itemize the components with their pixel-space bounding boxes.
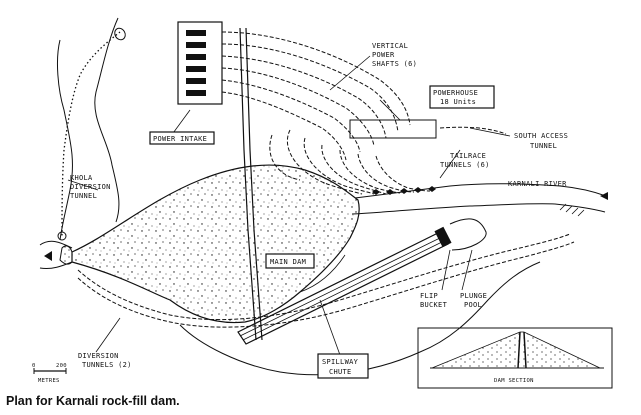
label-dam-section: DAM SECTION bbox=[494, 378, 534, 384]
label-tailrace-1: TAILRACE bbox=[450, 152, 486, 160]
karnali-river-south-bank bbox=[351, 203, 606, 215]
label-tailrace-2: TUNNELS (6) bbox=[440, 161, 490, 169]
label-khola-2: DIVERSION bbox=[70, 183, 111, 191]
khola-diversion-tunnel-line bbox=[61, 31, 121, 237]
main-dam-box bbox=[265, 253, 315, 269]
access-road-2 bbox=[245, 27, 263, 341]
figure-caption: Plan for Karnali rock-fill dam. bbox=[6, 394, 180, 408]
scale-200-label: 200 bbox=[56, 363, 67, 369]
label-vertical-power-shafts-3: SHAFTS (6) bbox=[372, 60, 417, 68]
scale-zero-label: 0 bbox=[32, 363, 36, 369]
label-karnali-river: KARNALI RIVER bbox=[508, 180, 567, 188]
dam-section-inset bbox=[417, 327, 613, 389]
spillway-box bbox=[317, 353, 369, 379]
upstream-bank bbox=[39, 240, 73, 269]
headrace-tunnels bbox=[221, 31, 411, 161]
label-diversion-tunnels-2: TUNNELS (2) bbox=[82, 361, 132, 369]
flow-arrow-right bbox=[600, 192, 608, 200]
access-road bbox=[239, 27, 257, 341]
label-plunge-pool-1: PLUNGE bbox=[460, 292, 487, 300]
label-diversion-tunnels-1: DIVERSION bbox=[78, 352, 119, 360]
leader-lines bbox=[67, 55, 511, 356]
contour-left bbox=[94, 17, 120, 223]
label-spillway-2: CHUTE bbox=[329, 368, 352, 376]
scale-unit-label: METRES bbox=[38, 378, 60, 384]
label-khola-1: KHOLA bbox=[70, 174, 93, 182]
spillway-chute bbox=[237, 218, 487, 345]
label-spillway-1: SPILLWAY bbox=[322, 358, 359, 366]
khola-tunnel-outlet bbox=[57, 231, 67, 241]
label-vertical-power-shafts-1: VERTICAL bbox=[372, 42, 408, 50]
scale-bar bbox=[33, 368, 67, 374]
label-south-access-2: TUNNEL bbox=[530, 142, 557, 150]
river-left bbox=[59, 245, 73, 265]
tailrace-outlets bbox=[372, 186, 436, 195]
khola-tunnel-inlet bbox=[114, 27, 126, 41]
label-plunge-pool-2: POOL bbox=[464, 301, 482, 309]
powerhouse-box bbox=[429, 85, 495, 109]
label-main-dam: MAIN DAM bbox=[270, 258, 306, 266]
karnali-river-channel bbox=[354, 183, 607, 199]
label-flip-bucket-1: FLIP bbox=[420, 292, 438, 300]
main-dam-body bbox=[71, 164, 360, 324]
label-powerhouse-2: 18 Units bbox=[440, 98, 476, 106]
flow-arrow-left bbox=[44, 251, 52, 261]
khola-valley bbox=[56, 39, 73, 241]
label-vertical-power-shafts-2: POWER bbox=[372, 51, 395, 59]
diversion-tunnels bbox=[77, 233, 575, 328]
power-intake-structure bbox=[177, 21, 223, 105]
contour-south bbox=[179, 261, 541, 376]
powerhouse-outline bbox=[349, 119, 437, 139]
south-access-tunnel-line bbox=[439, 126, 507, 135]
label-south-access-1: SOUTH ACCESS bbox=[514, 132, 568, 140]
power-intake-box bbox=[149, 131, 215, 145]
contour-south-2 bbox=[299, 254, 346, 293]
label-khola-3: TUNNEL bbox=[70, 192, 97, 200]
label-power-intake: POWER INTAKE bbox=[153, 135, 207, 143]
river-hatch bbox=[559, 203, 585, 217]
label-powerhouse-1: POWERHOUSE bbox=[433, 89, 478, 97]
label-flip-bucket-2: BUCKET bbox=[420, 301, 448, 309]
